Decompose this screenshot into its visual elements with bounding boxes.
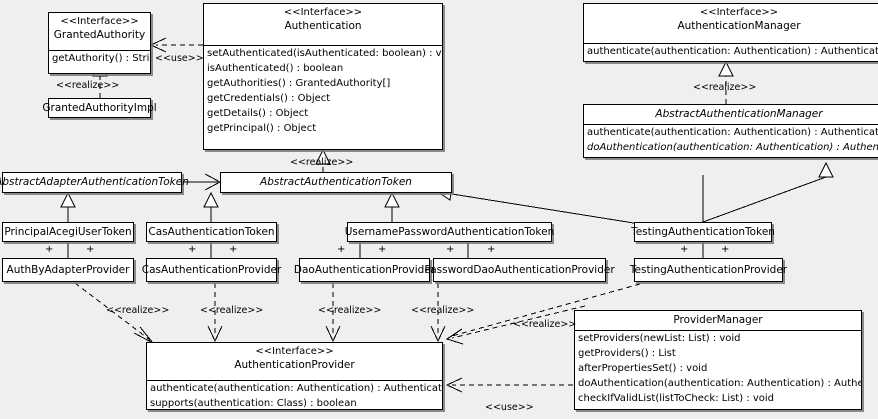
- association-marker-plus: +: [188, 244, 197, 255]
- member-row: authenticate(authentication: Authenticat…: [587, 127, 878, 138]
- class-abstract-adapter-authentication-token[interactable]: AbstractAdapterAuthenticationToken: [0, 172, 189, 193]
- class-name: GrantedAuthorityImpl: [42, 101, 157, 114]
- class-dao-authentication-provider[interactable]: DaoAuthenticationProvider: [294, 258, 435, 282]
- class-provider-manager[interactable]: ProviderManager setProviders(newList: Li…: [574, 310, 862, 410]
- edge-label-realize-abstract-auth-token: <<realize>>: [290, 157, 354, 168]
- member-row: authenticate(authentication: Authenticat…: [150, 383, 442, 394]
- association-marker-plus: +: [378, 244, 387, 255]
- member-row: setAuthenticated(isAuthenticated: boolea…: [207, 48, 442, 59]
- class-name: TestingAuthenticationProvider: [629, 263, 788, 276]
- class-name: AbstractAuthenticationManager: [655, 108, 823, 120]
- members-compartment: authenticate(authentication: Authenticat…: [584, 44, 878, 59]
- class-name: AuthByAdapterProvider: [6, 263, 130, 276]
- association-marker-plus: +: [45, 244, 54, 255]
- member-row: getAuthorities() : GrantedAuthority[]: [207, 78, 391, 89]
- member-row: getProviders() : List: [578, 348, 676, 359]
- edge-label-realize-dao-provider: <<realize>>: [318, 305, 382, 316]
- members-compartment: authenticate(authentication: Authenticat…: [147, 381, 442, 411]
- association-marker-plus: +: [86, 244, 95, 255]
- class-name: UsernamePasswordAuthenticationToken: [344, 225, 555, 238]
- class-name: PrincipalAcegiUserToken: [4, 225, 132, 238]
- member-row: authenticate(authentication: Authenticat…: [587, 46, 878, 57]
- class-name: ProviderManager: [673, 314, 763, 326]
- stereotype-interface: <<Interface>>: [283, 7, 363, 18]
- class-auth-by-adapter-provider[interactable]: AuthByAdapterProvider: [2, 258, 134, 282]
- members-compartment: authenticate(authentication: Authenticat…: [584, 125, 878, 155]
- edge-label-use-provider-manager: <<use>>: [485, 402, 534, 413]
- class-authentication[interactable]: <<Interface>> Authentication setAuthenti…: [203, 3, 443, 150]
- association-marker-plus: +: [337, 244, 346, 255]
- class-testing-authentication-provider[interactable]: TestingAuthenticationProvider: [630, 258, 787, 282]
- stereotype-interface: <<Interface>>: [699, 7, 779, 18]
- member-row: checkIfValidList(listToCheck: List) : vo…: [578, 393, 775, 404]
- class-name: CasAuthenticationToken: [148, 225, 275, 238]
- edge-label-use-granted-authority: <<use>>: [155, 53, 204, 64]
- class-cas-authentication-token[interactable]: CasAuthenticationToken: [146, 222, 277, 242]
- class-testing-authentication-token[interactable]: TestingAuthenticationToken: [631, 222, 775, 242]
- stereotype-interface: <<Interface>>: [60, 16, 139, 27]
- class-name: TestingAuthenticationToken: [631, 225, 775, 238]
- class-name: PasswordDaoAuthenticationProvider: [424, 263, 615, 276]
- edge-label-realize-cas-provider: <<realize>>: [200, 305, 264, 316]
- class-name: AbstractAdapterAuthenticationToken: [0, 176, 189, 188]
- class-principal-acegi-user-token[interactable]: PrincipalAcegiUserToken: [2, 222, 134, 242]
- class-name: CasAuthenticationProvider: [141, 263, 282, 276]
- association-marker-plus: +: [680, 244, 689, 255]
- member-row: supports(authentication: Class) : boolea…: [150, 398, 357, 409]
- edge-label-realize-granted-authority-impl: <<realize>>: [56, 80, 120, 91]
- association-marker-plus: +: [721, 244, 730, 255]
- class-username-password-authentication-token[interactable]: UsernamePasswordAuthenticationToken: [344, 222, 555, 242]
- class-authentication-manager[interactable]: <<Interface>> AuthenticationManager auth…: [583, 3, 878, 62]
- association-marker-plus: +: [487, 244, 496, 255]
- class-abstract-authentication-manager[interactable]: AbstractAuthenticationManager authentica…: [583, 104, 878, 158]
- class-granted-authority[interactable]: <<Interface>> GrantedAuthority getAuthor…: [48, 12, 151, 74]
- class-name: DaoAuthenticationProvider: [293, 263, 436, 276]
- class-granted-authority-impl[interactable]: GrantedAuthorityImpl: [42, 98, 157, 118]
- member-row: doAuthentication(authentication: Authent…: [587, 142, 878, 153]
- member-row: afterPropertiesSet() : void: [578, 363, 708, 374]
- class-password-dao-authentication-provider[interactable]: PasswordDaoAuthenticationProvider: [424, 258, 615, 282]
- edge-label-realize-password-dao-provider: <<realize>>: [411, 305, 475, 316]
- class-abstract-authentication-token[interactable]: AbstractAuthenticationToken: [220, 172, 452, 193]
- edge-label-realize-provider-manager: <<realize>>: [513, 319, 577, 330]
- association-marker-plus: +: [446, 244, 455, 255]
- members-compartment: setAuthenticated(isAuthenticated: boolea…: [204, 46, 442, 136]
- members-compartment: getAuthority() : String: [49, 51, 150, 66]
- member-row: doAuthentication(authentication: Authent…: [578, 378, 861, 389]
- member-row: getPrincipal() : Object: [207, 123, 317, 134]
- member-row: getCredentials() : Object: [207, 93, 331, 104]
- class-name: AbstractAuthenticationToken: [260, 176, 412, 188]
- class-name: AuthenticationProvider: [234, 359, 355, 371]
- class-authentication-provider[interactable]: <<Interface>> AuthenticationProvider aut…: [146, 342, 443, 410]
- class-name: AuthenticationManager: [677, 20, 801, 32]
- association-marker-plus: +: [229, 244, 238, 255]
- class-name: Authentication: [284, 20, 362, 32]
- members-compartment: setProviders(newList: List) : void getPr…: [575, 331, 861, 406]
- edge-label-realize-abstract-auth-manager: <<realize>>: [693, 82, 757, 93]
- member-row: getAuthority() : String: [52, 53, 150, 64]
- class-name: GrantedAuthority: [53, 29, 146, 41]
- edge-label-realize-auth-by-adapter: <<realize>>: [106, 305, 170, 316]
- member-row: getDetails() : Object: [207, 108, 309, 119]
- class-cas-authentication-provider[interactable]: CasAuthenticationProvider: [142, 258, 281, 282]
- member-row: setProviders(newList: List) : void: [578, 333, 741, 344]
- stereotype-interface: <<Interface>>: [255, 346, 334, 357]
- member-row: isAuthenticated() : boolean: [207, 63, 344, 74]
